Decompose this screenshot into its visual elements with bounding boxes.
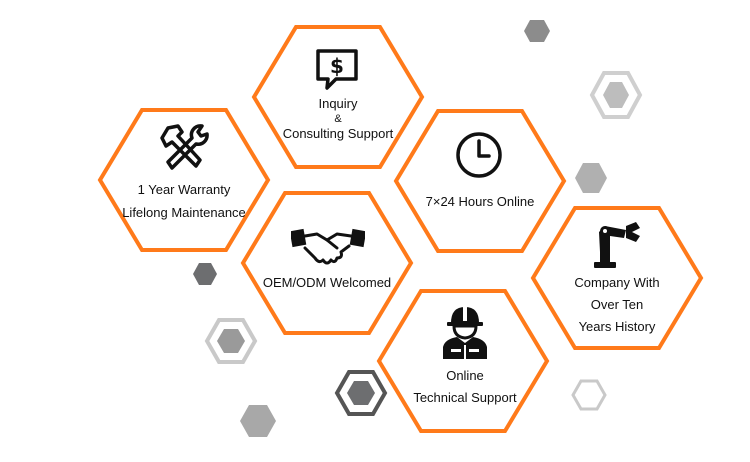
label-oem: OEM/ODM Welcomed <box>262 275 392 290</box>
deco-hexagon <box>524 20 550 42</box>
label-online: 7×24 Hours Online <box>425 194 535 209</box>
deco-hexagon <box>347 381 375 405</box>
deco-hexagon <box>217 329 245 353</box>
hexagon-support <box>376 289 550 433</box>
deco-hexagon <box>240 405 276 437</box>
hexagon-warranty <box>97 108 271 252</box>
hexagon-company <box>530 206 704 350</box>
deco-hexagon <box>589 71 643 119</box>
deco-hexagon <box>575 163 607 193</box>
deco-hexagon <box>334 370 388 416</box>
hexagon-online <box>393 109 567 253</box>
svg-text:$: $ <box>330 54 344 78</box>
robot-arm-icon <box>594 222 640 268</box>
hexagon-inquiry <box>251 25 425 169</box>
wrench-screwdriver-icon <box>160 124 209 170</box>
dollar-chat-icon: $ <box>316 49 358 90</box>
label-support: Online Technical Support <box>413 368 517 405</box>
label-inquiry: Inquiry & Consulting Support <box>282 96 394 141</box>
engineer-icon <box>443 307 487 359</box>
deco-hexagon <box>571 379 607 411</box>
deco-hexagon <box>603 82 629 108</box>
clock-icon <box>456 132 502 178</box>
label-company: Company With Over Ten Years History <box>574 275 660 334</box>
deco-hexagon <box>193 263 217 285</box>
handshake-icon <box>291 228 365 265</box>
label-warranty: 1 Year Warranty Lifelong Maintenance <box>122 182 246 220</box>
deco-hexagon <box>204 318 258 364</box>
